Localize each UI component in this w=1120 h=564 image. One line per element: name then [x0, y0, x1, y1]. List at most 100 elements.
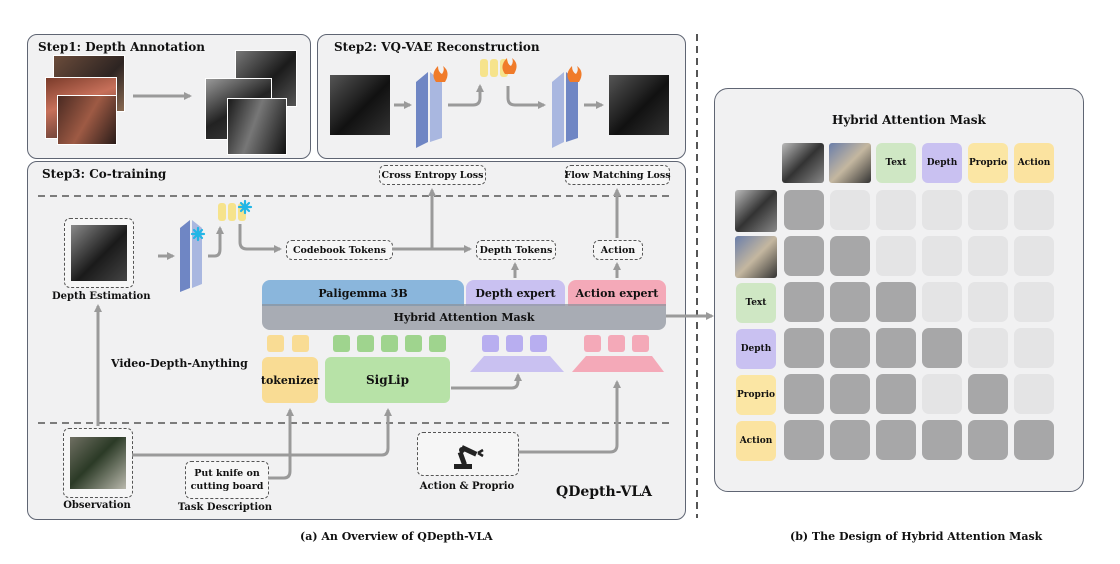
codebook-token-1	[218, 203, 226, 221]
mask-cell-r0-c4	[968, 190, 1008, 230]
model-name: QDepth-VLA	[556, 484, 653, 500]
siglip-token-5	[429, 335, 446, 352]
mask-header-image-1	[782, 143, 824, 183]
mask-cell-r3-c2	[876, 328, 916, 368]
hybrid-attention-band: Hybrid Attention Mask	[262, 304, 666, 330]
mask-cell-r4-c3	[922, 374, 962, 414]
tokenizer-token-2	[292, 335, 309, 352]
mask-col-action: Action	[1014, 143, 1054, 183]
action-box: Action	[593, 240, 643, 260]
depth-estimation-image-frame	[64, 218, 134, 288]
task-instruction-box: Put knife on cutting board	[185, 461, 269, 499]
step2-output-depth	[609, 75, 669, 135]
siglip-token-4	[405, 335, 422, 352]
observation-image-frame	[63, 428, 133, 498]
depth-tokens-box: Depth Tokens	[476, 240, 556, 260]
step2-title: Step2: VQ-VAE Reconstruction	[334, 40, 540, 54]
action-expert-token-1	[584, 335, 601, 352]
step3-title: Step3: Co-training	[42, 167, 167, 181]
codebook-token-2	[228, 203, 236, 221]
action-proprio-label: Action & Proprio	[419, 481, 515, 492]
mask-row-proprio: Proprio	[736, 375, 776, 415]
tokenizer-block: tokenizer	[261, 357, 319, 403]
action-expert-token-2	[608, 335, 625, 352]
mask-cell-r3-c0	[784, 328, 824, 368]
mask-col-depth: Depth	[922, 143, 962, 183]
mask-row-action: Action	[736, 421, 776, 461]
codebook-tokens-box: Codebook Tokens	[286, 240, 393, 260]
mask-cell-r5-c1	[830, 420, 870, 460]
paligemma-band: Paligemma 3B	[262, 280, 464, 306]
mask-title: Hybrid Attention Mask	[832, 113, 986, 127]
step1-depth-images	[205, 50, 300, 155]
mask-cell-r5-c5	[1014, 420, 1054, 460]
siglip-block: SigLip	[325, 357, 450, 403]
mask-cell-r4-c4	[968, 374, 1008, 414]
mask-cell-r0-c1	[830, 190, 870, 230]
mask-cell-r1-c5	[1014, 236, 1054, 276]
step1-title: Step1: Depth Annotation	[38, 40, 205, 54]
mask-cell-r1-c0	[784, 236, 824, 276]
task-description-label: Task Description	[177, 502, 273, 513]
mask-cell-r3-c4	[968, 328, 1008, 368]
depth-expert-token-1	[482, 335, 499, 352]
mask-cell-r5-c0	[784, 420, 824, 460]
step2-token-2	[490, 59, 498, 77]
flow-matching-loss-box: Flow Matching Loss	[564, 165, 671, 185]
mask-cell-r5-c3	[922, 420, 962, 460]
observation-image	[70, 437, 126, 489]
codebook-token-3	[238, 203, 246, 221]
mask-col-text: Text	[876, 143, 916, 183]
mask-cell-r3-c1	[830, 328, 870, 368]
cross-entropy-loss-box: Cross Entropy Loss	[379, 165, 486, 185]
siglip-token-3	[381, 335, 398, 352]
mask-cell-r0-c3	[922, 190, 962, 230]
mask-cell-r5-c4	[968, 420, 1008, 460]
video-depth-label: Video-Depth-Anything	[111, 357, 248, 370]
mask-row-depth: Depth	[736, 329, 776, 369]
mask-cell-r3-c3	[922, 328, 962, 368]
mask-cell-r2-c1	[830, 282, 870, 322]
mask-cell-r5-c2	[876, 420, 916, 460]
step3-panel	[27, 161, 686, 520]
step1-rgb-images	[45, 55, 125, 145]
mask-cell-r1-c3	[922, 236, 962, 276]
depth-expert-token-3	[530, 335, 547, 352]
depth-estimation-label: Depth Estimation	[52, 291, 151, 302]
task-line-1: Put knife on	[194, 468, 260, 479]
siglip-token-2	[357, 335, 374, 352]
caption-b: (b) The Design of Hybrid Attention Mask	[790, 530, 1043, 543]
mask-cell-r2-c0	[784, 282, 824, 322]
mask-cell-r4-c5	[1014, 374, 1054, 414]
task-line-2: cutting board	[190, 481, 264, 492]
tokenizer-token-1	[267, 335, 284, 352]
robot-arm-frame	[417, 432, 519, 476]
siglip-token-1	[333, 335, 350, 352]
mask-cell-r0-c0	[784, 190, 824, 230]
mask-cell-r4-c2	[876, 374, 916, 414]
mask-cell-r0-c2	[876, 190, 916, 230]
mask-cell-r2-c5	[1014, 282, 1054, 322]
step2-token-1	[480, 59, 488, 77]
mask-cell-r1-c1	[830, 236, 870, 276]
mask-row-text: Text	[736, 283, 776, 323]
mask-cell-r4-c1	[830, 374, 870, 414]
step2-input-depth	[330, 75, 390, 135]
action-expert-token-3	[632, 335, 649, 352]
mask-col-proprio: Proprio	[968, 143, 1008, 183]
mask-cell-r0-c5	[1014, 190, 1054, 230]
action-expert-band: Action expert	[568, 280, 666, 306]
depth-expert-token-2	[506, 335, 523, 352]
caption-a: (a) An Overview of QDepth-VLA	[300, 530, 493, 543]
mask-cell-r1-c2	[876, 236, 916, 276]
mask-row-image-1	[735, 190, 777, 232]
mask-cell-r3-c5	[1014, 328, 1054, 368]
mask-row-image-2	[735, 236, 777, 278]
mask-cell-r2-c3	[922, 282, 962, 322]
observation-label: Observation	[63, 500, 131, 511]
robot-arm-icon	[454, 445, 484, 469]
mask-cell-r4-c0	[784, 374, 824, 414]
mask-cell-r2-c2	[876, 282, 916, 322]
mask-header-image-2	[829, 143, 871, 183]
